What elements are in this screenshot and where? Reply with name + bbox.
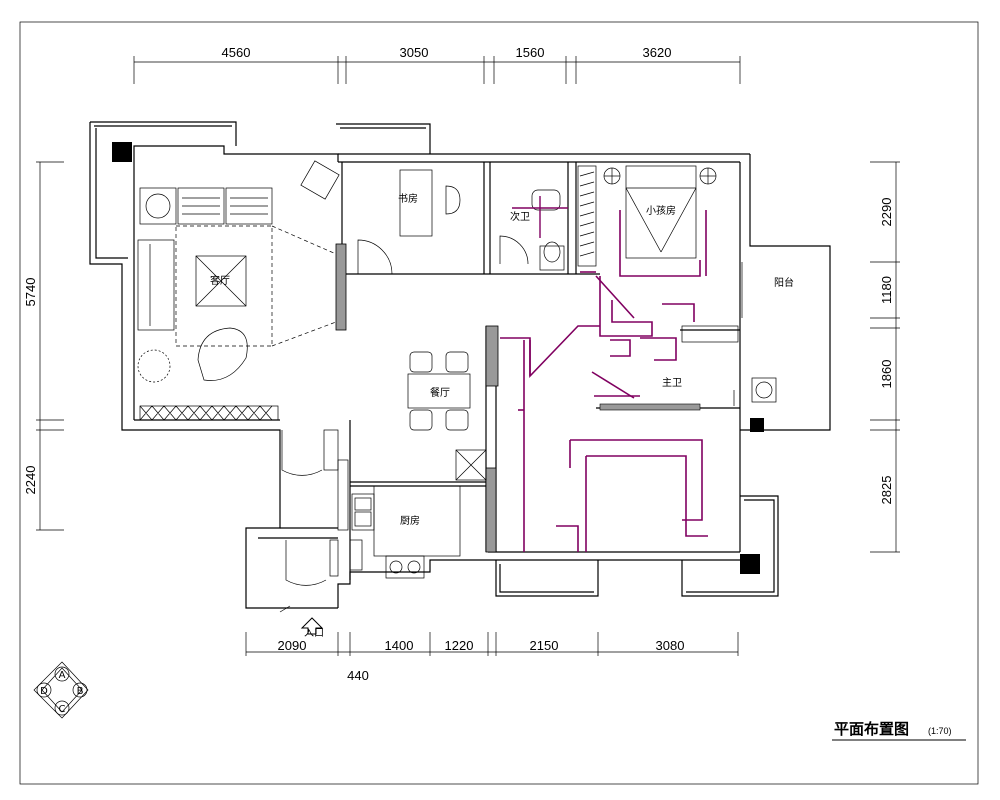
living-room-furniture	[137, 160, 340, 421]
kids-room-furniture	[577, 165, 717, 267]
hatched-wall-dining	[485, 325, 499, 387]
tv-wall	[335, 243, 347, 331]
label-living-room: 客厅	[210, 274, 230, 287]
second-bath-fixtures	[499, 189, 568, 271]
kitchen-fixtures	[349, 485, 461, 579]
dim-top-1: 4560	[222, 45, 251, 60]
drawing-title: 平面布置图	[834, 720, 909, 738]
column-top-left	[112, 142, 132, 162]
dim-right-3: 1860	[879, 360, 894, 389]
dining-furniture	[407, 351, 487, 481]
dim-left-1: 5740	[23, 278, 38, 307]
label-kitchen: 厨房	[400, 514, 420, 527]
dim-bottom-5: 3080	[656, 638, 685, 653]
top-dimension-line	[133, 56, 741, 84]
drawing-scale: (1:70)	[928, 726, 952, 736]
bottom-dimension-line	[245, 632, 739, 656]
study-furniture	[357, 169, 461, 275]
label-second-bath: 次卫	[510, 210, 530, 223]
label-study: 书房	[398, 192, 418, 205]
dim-right-1: 2290	[879, 198, 894, 227]
hatched-wall-kitchen	[485, 467, 497, 553]
drawing-border	[19, 21, 979, 785]
dim-bottom-2: 1400	[385, 638, 414, 653]
left-dimension-line	[36, 161, 64, 531]
dim-bottom-1: 2090	[278, 638, 307, 653]
column-balcony	[750, 418, 764, 432]
hatched-wall-master-bath	[599, 403, 701, 411]
window-seat-pattern	[139, 405, 273, 421]
dim-bottom-extra: 440	[347, 668, 369, 683]
design-markup-purple	[500, 210, 708, 552]
right-dimension-line	[870, 161, 900, 553]
interior-walls	[258, 162, 740, 580]
compass-c: C	[59, 704, 66, 715]
doors	[281, 429, 349, 586]
dim-bottom-4: 2150	[530, 638, 559, 653]
label-master-bath: 主卫	[662, 377, 682, 389]
compass-d: D	[40, 686, 48, 697]
balcony-fixtures	[741, 262, 777, 403]
dim-top-4: 3620	[643, 45, 672, 60]
dim-left-2: 2240	[23, 466, 38, 495]
master-bath-fixtures	[681, 325, 739, 406]
label-dining: 餐厅	[430, 386, 450, 399]
dim-top-2: 3050	[400, 45, 429, 60]
compass-a: A	[59, 670, 66, 681]
dim-top-3: 1560	[516, 45, 545, 60]
dim-right-2: 1180	[879, 276, 894, 304]
label-entrance: 入口	[304, 628, 324, 639]
compass-symbol	[33, 661, 89, 719]
label-balcony: 阳台	[774, 276, 794, 289]
dim-bottom-3: 1220	[445, 638, 474, 653]
compass-b: B	[77, 686, 84, 697]
label-kids-room: 小孩房	[646, 204, 676, 217]
dim-right-4: 2825	[879, 476, 894, 505]
entrance-marker	[279, 605, 324, 635]
column-bottom-right	[740, 554, 760, 574]
